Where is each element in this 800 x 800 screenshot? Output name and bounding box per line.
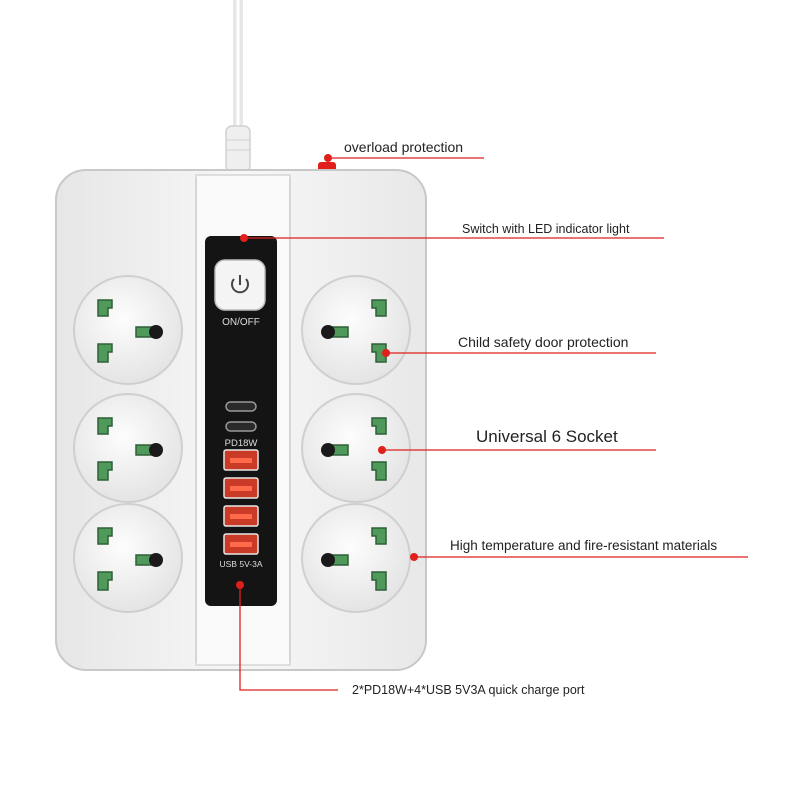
socket-left-1 (73, 275, 183, 385)
power-icon (231, 275, 249, 294)
switch-label: ON/OFF (222, 317, 260, 328)
callout-child-safety: Child safety door protection (458, 334, 629, 350)
callout-charge-port: 2*PD18W+4*USB 5V3A quick charge port (352, 683, 585, 697)
leader-dots (236, 154, 418, 589)
control-panel (205, 236, 277, 606)
usb-label: USB 5V-3A (220, 559, 263, 569)
socket-right-2 (301, 393, 411, 503)
socket-right-1 (301, 275, 411, 385)
usb-a-port-2 (223, 477, 259, 499)
leader-lines (239, 157, 748, 691)
usb-a-port-1 (223, 449, 259, 471)
usb-a-port-3 (223, 505, 259, 527)
callout-universal-socket: Universal 6 Socket (476, 427, 618, 446)
callout-switch-led: Switch with LED indicator light (462, 222, 630, 236)
usb-a-port-4 (223, 533, 259, 555)
socket-right-3 (301, 503, 411, 613)
callout-fire-resistant: High temperature and fire-resistant mate… (450, 538, 718, 553)
power-cord (225, 0, 251, 173)
socket-left-2 (73, 393, 183, 503)
usb-c-port-1 (225, 401, 257, 412)
usb-c-port-2 (225, 421, 257, 432)
socket-left-3 (73, 503, 183, 613)
callout-overload-protection: overload protection (344, 139, 464, 155)
power-switch (214, 259, 266, 311)
pd-label: PD18W (225, 438, 258, 449)
